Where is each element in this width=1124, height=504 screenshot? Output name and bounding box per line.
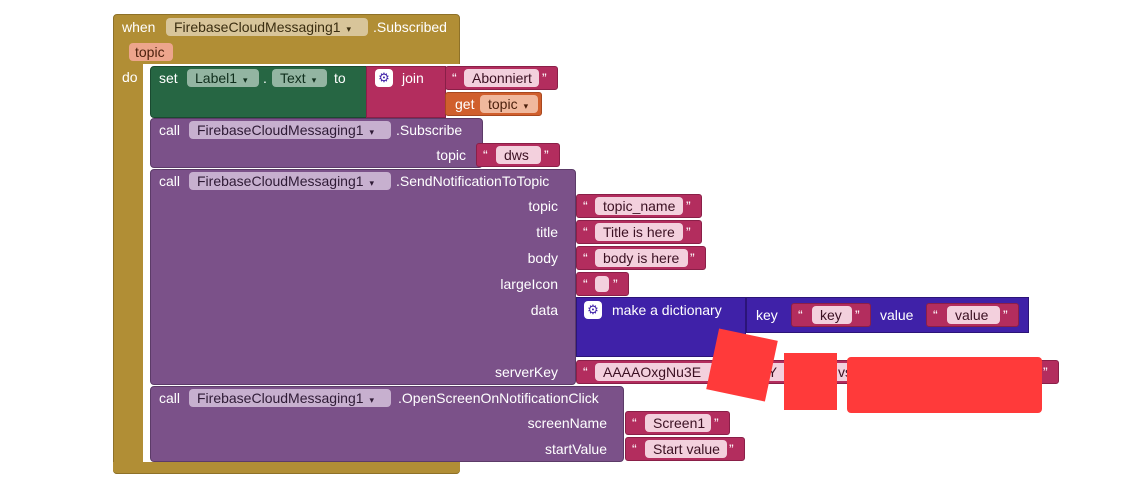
redaction-mark: [847, 357, 1042, 413]
event-component-name: FirebaseCloudMessaging1: [174, 19, 341, 35]
set-property-dropdown[interactable]: Text ▾: [272, 69, 327, 87]
call-label: call: [159, 173, 181, 189]
quote-open-icon: “: [798, 307, 803, 323]
quote-close-icon: ”: [1043, 364, 1048, 380]
subscribe-method-label: .Subscribe: [396, 122, 463, 138]
chevron-down-icon: ▾: [369, 127, 375, 137]
send-arg-body-label: body: [527, 250, 558, 266]
text-value: topic_name: [603, 198, 676, 214]
event-do-label: do: [122, 69, 138, 85]
pair-value-label: value: [880, 307, 914, 323]
send-arg-title-label: title: [536, 224, 558, 240]
gear-icon[interactable]: ⚙: [375, 69, 393, 87]
quote-open-icon: “: [583, 198, 588, 214]
open-screen-component-name: FirebaseCloudMessaging1: [197, 390, 364, 406]
send-method-label: .SendNotificationToTopic: [396, 173, 550, 189]
chevron-down-icon: ▾: [243, 75, 248, 85]
redaction-mark: [784, 353, 837, 410]
text-value-body[interactable]: body is here: [595, 249, 688, 267]
event-when-label: when: [122, 19, 156, 35]
text-value-abonniert[interactable]: Abonniert: [464, 69, 539, 87]
set-component-name: Label1: [195, 70, 238, 86]
quote-close-icon: ”: [686, 198, 691, 214]
set-to-label: to: [334, 70, 346, 86]
open-screen-arg-screenname-label: screenName: [527, 415, 607, 431]
redaction-mark: [706, 328, 778, 402]
event-component-dropdown[interactable]: FirebaseCloudMessaging1 ▾: [166, 18, 368, 36]
gear-icon[interactable]: ⚙: [584, 301, 602, 319]
text-value-largeicon[interactable]: [595, 276, 609, 292]
chevron-down-icon: ▾: [369, 178, 375, 188]
chevron-down-icon: ▾: [346, 24, 352, 34]
text-value-title[interactable]: Title is here: [595, 223, 683, 241]
get-var-dropdown[interactable]: topic ▾: [480, 95, 538, 113]
quote-close-icon: ”: [544, 147, 549, 163]
text-value: Start value: [653, 441, 720, 457]
get-var-name: topic: [488, 96, 518, 112]
quote-close-icon: ”: [1003, 307, 1008, 323]
send-arg-serverkey-label: serverKey: [494, 364, 558, 380]
text-value-screen1[interactable]: Screen1: [645, 414, 711, 432]
event-param-topic[interactable]: topic: [129, 43, 173, 61]
quote-close-icon: ”: [690, 250, 695, 266]
quote-open-icon: “: [583, 364, 588, 380]
text-value: AAAAOxgNu3E: [603, 364, 702, 380]
quote-open-icon: “: [632, 441, 637, 457]
subscribe-component-dropdown[interactable]: FirebaseCloudMessaging1 ▾: [189, 121, 391, 139]
dictionary-label: make a dictionary: [612, 302, 722, 318]
set-label: set: [159, 70, 178, 86]
text-value: Title is here: [603, 224, 675, 240]
quote-close-icon: ”: [714, 415, 719, 431]
text-value-topic-name[interactable]: topic_name: [595, 197, 683, 215]
subscribe-component-name: FirebaseCloudMessaging1: [197, 122, 364, 138]
text-value: body is here: [603, 250, 680, 266]
quote-open-icon: “: [452, 70, 457, 86]
quote-open-icon: “: [583, 276, 588, 292]
event-bottom-arm: [113, 462, 460, 474]
text-value: Screen1: [653, 415, 706, 431]
quote-open-icon: “: [583, 250, 588, 266]
text-value: dws: [504, 147, 529, 163]
chevron-down-icon: ▾: [369, 395, 375, 405]
quote-close-icon: ”: [729, 441, 734, 457]
subscribe-arg-topic-label: topic: [436, 147, 466, 163]
open-screen-arg-startvalue-label: startValue: [545, 441, 607, 457]
text-value-dws[interactable]: dws: [496, 146, 541, 164]
get-label: get: [455, 96, 475, 112]
quote-open-icon: “: [632, 415, 637, 431]
text-value-value[interactable]: value: [947, 306, 1000, 324]
quote-open-icon: “: [933, 307, 938, 323]
call-label: call: [159, 390, 181, 406]
event-name-label: .Subscribed: [373, 19, 447, 35]
send-arg-largeicon-label: largeIcon: [500, 276, 558, 292]
text-value: key: [820, 307, 842, 323]
send-component-name: FirebaseCloudMessaging1: [197, 173, 364, 189]
send-arg-data-label: data: [530, 302, 558, 318]
set-label-text-block[interactable]: [150, 66, 368, 118]
text-value: value: [955, 307, 989, 323]
quote-close-icon: ”: [855, 307, 860, 323]
quote-open-icon: “: [583, 224, 588, 240]
open-screen-component-dropdown[interactable]: FirebaseCloudMessaging1 ▾: [189, 389, 391, 407]
quote-close-icon: ”: [686, 224, 691, 240]
set-property-name: Text: [280, 70, 306, 86]
event-param-label: topic: [135, 44, 165, 60]
quote-close-icon: ”: [542, 70, 547, 86]
quote-open-icon: “: [483, 147, 488, 163]
chevron-down-icon: ▾: [523, 101, 529, 111]
send-component-dropdown[interactable]: FirebaseCloudMessaging1 ▾: [189, 172, 391, 190]
set-dot-label: .: [263, 70, 267, 86]
call-label: call: [159, 122, 181, 138]
quote-close-icon: ”: [613, 276, 618, 292]
call-send-notification-block[interactable]: [150, 169, 576, 385]
send-arg-topic-label: topic: [528, 198, 558, 214]
open-screen-method-label: .OpenScreenOnNotificationClick: [398, 390, 599, 406]
join-label: join: [402, 70, 424, 86]
pair-key-label: key: [756, 307, 778, 323]
text-value-key[interactable]: key: [812, 306, 852, 324]
text-value-start-value[interactable]: Start value: [645, 440, 727, 458]
set-component-dropdown[interactable]: Label1 ▾: [187, 69, 259, 87]
text-value: Abonniert: [472, 70, 532, 86]
chevron-down-icon: ▾: [311, 75, 317, 85]
